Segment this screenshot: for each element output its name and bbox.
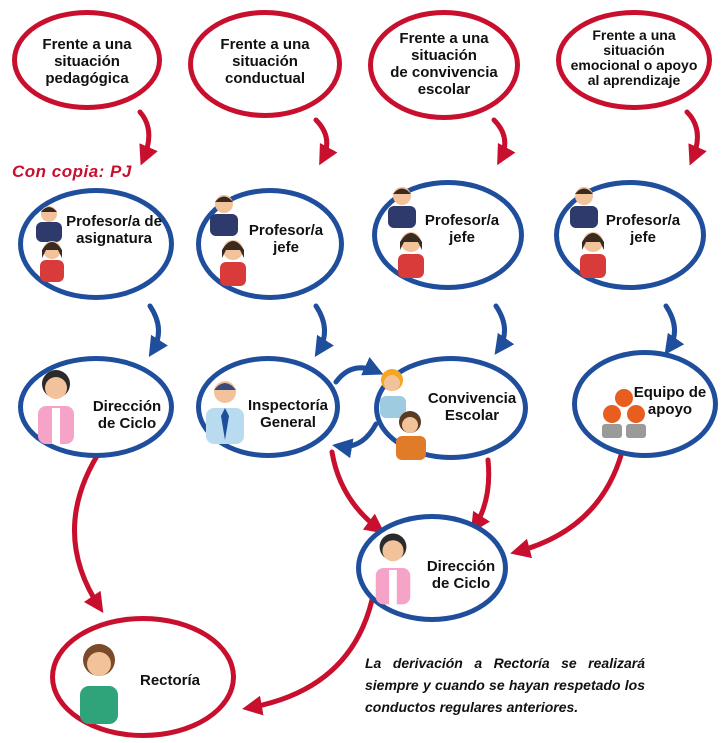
arrow-direccion2-to-rectoria (242, 597, 375, 716)
director-woman-icon (375, 533, 411, 605)
arrow-convivencia-to-inspectoria (332, 421, 379, 459)
node-equipo-apoyo (572, 350, 718, 458)
arrow-convivencia-to-direccion2 (470, 457, 492, 534)
direccion-ciclo-label: Dirección de Ciclo (92, 398, 162, 432)
situation-conductual-label: Frente a una situación conductual (220, 36, 310, 87)
inspector-man-icon (206, 381, 244, 444)
rectoria-note: La derivación a Rectoría se realizará si… (365, 655, 645, 715)
team-group-icon (602, 389, 646, 438)
rector-woman-icon (80, 644, 118, 724)
teacher-pair-icon (570, 187, 606, 278)
teacher-asignatura-label: Profesor/a de asignatura (66, 213, 162, 247)
situation-emocional-label: Frente a una situación emocional o apoyo… (570, 27, 698, 88)
direccion-ciclo-2-label: Dirección de Ciclo (426, 558, 496, 592)
situation-pedagogica (12, 10, 162, 110)
arrow-teacher4-to-equipo (663, 303, 685, 355)
arrow-inspectoria-to-direccion2 (329, 449, 385, 534)
situation-convivencia-label: Frente a una situación de convivencia es… (390, 30, 498, 98)
teacher-jefe-1-label: Profesor/a jefe (248, 222, 324, 256)
teacher-pair-icon (210, 195, 246, 286)
teacher-pair-icon (388, 187, 424, 278)
node-inspectoria-general (196, 356, 340, 458)
arrow-sit2-to-teacher2 (313, 117, 338, 166)
teacher-jefe-2-label: Profesor/a jefe (424, 212, 500, 246)
director-woman-icon (38, 370, 74, 444)
teacher-jefe-3 (554, 180, 706, 290)
arrow-sit4-to-teacher4 (684, 109, 707, 166)
convivencia-escolar-label: Convivencia Escolar (427, 390, 517, 424)
arrow-teacher2-to-inspectoria (313, 303, 334, 358)
inspectoria-general-label: Inspectoría General (247, 397, 329, 431)
situation-conductual (188, 10, 342, 118)
equipo-apoyo-label: Equipo de apoyo (633, 384, 707, 418)
teacher-jefe-3-label: Profesor/a jefe (605, 212, 681, 246)
copy-note: Con copia: PJ (12, 162, 132, 181)
arrow-teacher1-to-direccion (147, 303, 168, 358)
rectoria-label: Rectoría (139, 672, 201, 689)
arrow-direccion-to-rectoria (72, 445, 105, 613)
arrow-equipo-to-direccion2 (510, 449, 625, 559)
situation-emocional (556, 10, 712, 110)
situation-convivencia (368, 10, 520, 120)
teacher-pair-icon (36, 206, 64, 282)
situation-pedagogica-label: Frente a una situación pedagógica (42, 36, 132, 87)
arrow-inspectoria-to-convivencia (333, 357, 384, 385)
arrow-teacher3-to-convivencia (493, 303, 515, 355)
arrow-sit1-to-teacher1 (137, 109, 158, 166)
arrow-sit3-to-teacher3 (491, 117, 516, 166)
convivencia-pair-icon (380, 369, 426, 460)
